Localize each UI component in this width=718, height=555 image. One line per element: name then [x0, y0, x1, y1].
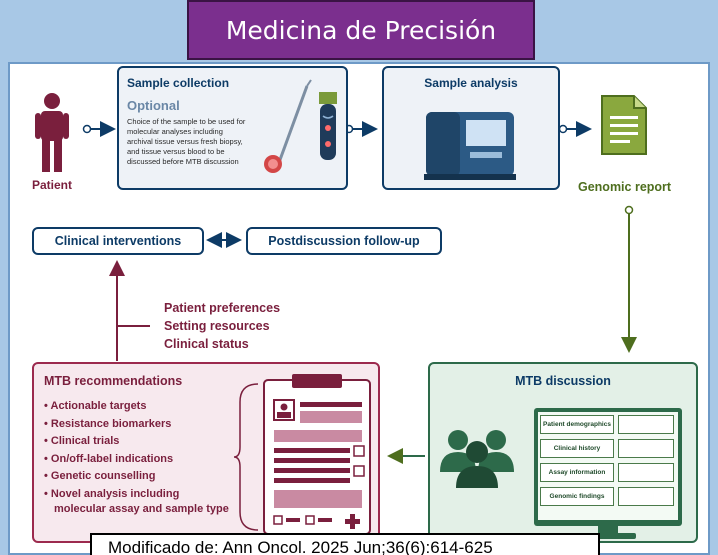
list-item: Resistance biomarkers [44, 416, 179, 434]
group-people-icon [440, 430, 514, 488]
clinical-interventions-label: Clinical interventions [54, 234, 182, 248]
list-item: Genetic counselling [44, 468, 179, 486]
mtb-discussion-box: MTB discussion Patient demographics Clin… [428, 362, 698, 543]
mtb-recommendations-title: MTB recommendations [44, 374, 183, 388]
sample-collection-title: Sample collection [127, 76, 230, 90]
patient-label: Patient [32, 178, 73, 192]
recommendations-list: Actionable targets Resistance biomarkers… [44, 398, 180, 504]
diagram-panel: Patient Sample collection Optional Choic… [8, 62, 710, 555]
sequencer-icon [424, 112, 516, 180]
citation-footer: Modificado de: Ann Oncol. 2025 Jun;36(6)… [90, 533, 600, 555]
genomic-report-label: Genomic report [578, 180, 672, 194]
table-cell-empty [618, 439, 674, 458]
table-cell: Genomic findings [540, 487, 614, 506]
sample-collection-description: Choice of the sample to be used for mole… [127, 117, 246, 166]
biopsy-tube-icon [264, 79, 337, 173]
factor-item: Clinical status [164, 337, 249, 351]
mtb-recommendations-box: MTB recommendations Actionable targets R… [32, 362, 380, 543]
results-table: Patient demographics Clinical history As… [538, 412, 678, 520]
monitor-screen: Patient demographics Clinical history As… [534, 408, 682, 526]
genomic-report-icon [601, 95, 647, 155]
list-item: Novel analysis including [44, 486, 179, 504]
clinical-interventions-box: Clinical interventions [32, 227, 204, 255]
sample-analysis-box: Sample analysis [382, 66, 560, 190]
table-cell: Patient demographics [540, 415, 614, 434]
factor-item: Patient preferences [164, 301, 281, 315]
sample-analysis-title: Sample analysis [424, 76, 518, 90]
slide-title: Medicina de Precisión [187, 0, 535, 60]
connector-node [82, 124, 92, 134]
optional-label: Optional [127, 98, 180, 113]
monitor-base [580, 533, 636, 539]
postdiscussion-label: Postdiscussion follow-up [268, 234, 420, 248]
table-cell-empty [618, 487, 674, 506]
list-item: Actionable targets [44, 398, 179, 416]
table-cell: Clinical history [540, 439, 614, 458]
patient-icon [35, 93, 69, 172]
list-item: Clinical trials [44, 433, 179, 451]
list-item: On/off-label indications [44, 451, 179, 469]
table-cell-empty [618, 463, 674, 482]
factor-item: Setting resources [164, 319, 270, 333]
bracket-icon [234, 383, 259, 531]
recommendations-continuation: molecular assay and sample type [54, 503, 229, 515]
clipboard-form-icon [263, 374, 371, 535]
sample-collection-box: Sample collection Optional Choice of the… [117, 66, 348, 190]
table-cell: Assay information [540, 463, 614, 482]
factors-list: Patient preferences Setting resources Cl… [164, 299, 280, 353]
postdiscussion-box: Postdiscussion follow-up [246, 227, 442, 255]
mtb-discussion-title: MTB discussion [515, 374, 611, 388]
connector-node [624, 205, 634, 215]
monitor-stand [598, 526, 618, 534]
table-cell-empty [618, 415, 674, 434]
connector-node [558, 124, 568, 134]
